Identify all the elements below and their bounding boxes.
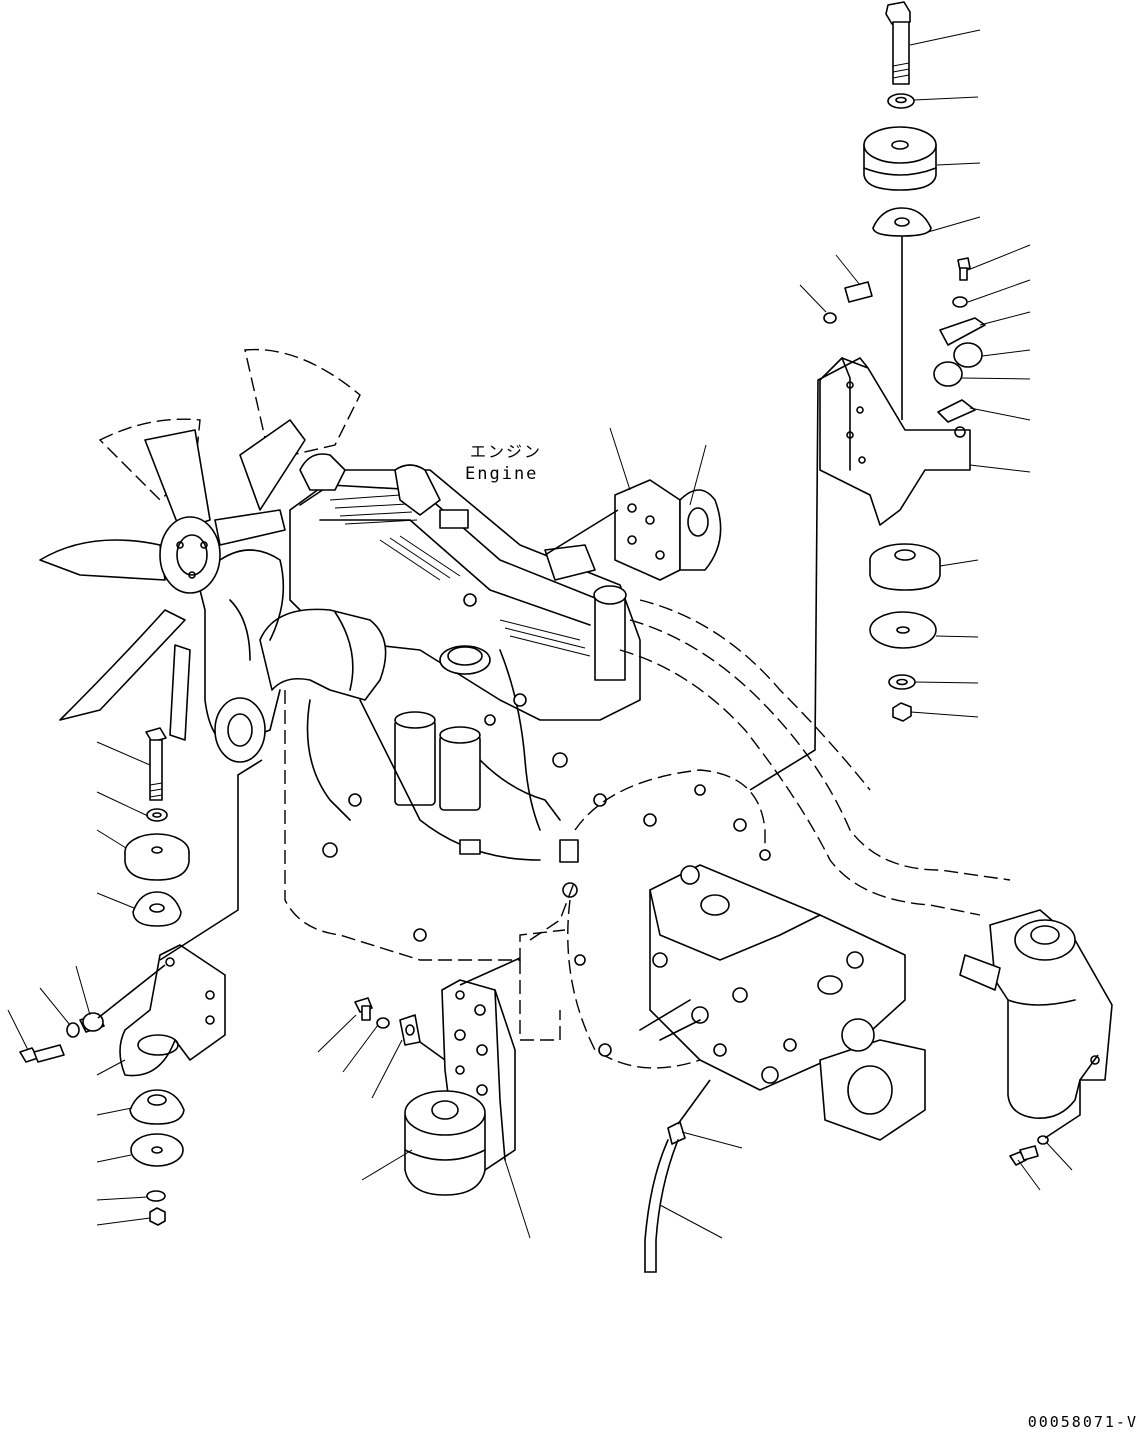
leader-lines: [7, 29, 1073, 1239]
hydraulic-pump: [639, 864, 926, 1141]
valve-cover-hatching: [329, 494, 591, 657]
engine-assembly: [194, 453, 641, 1041]
drain-tube: [644, 1079, 711, 1273]
hose-dashed: [619, 599, 1011, 916]
center-lower-mount: [354, 957, 521, 1196]
engine-label-en: Engine: [465, 464, 538, 484]
engine-detail-fittings: [322, 509, 607, 942]
right-filter: [959, 909, 1113, 1166]
flywheel-housing: [529, 769, 771, 1069]
left-mount-stack: [19, 727, 263, 1226]
upper-center-bracket: [544, 479, 722, 581]
engine-label-jp: エンジン: [470, 442, 542, 461]
cooling-fan: [39, 348, 361, 741]
drawing-code: 00058071-V: [1028, 1413, 1138, 1431]
right-mount-stack: [749, 1, 986, 791]
